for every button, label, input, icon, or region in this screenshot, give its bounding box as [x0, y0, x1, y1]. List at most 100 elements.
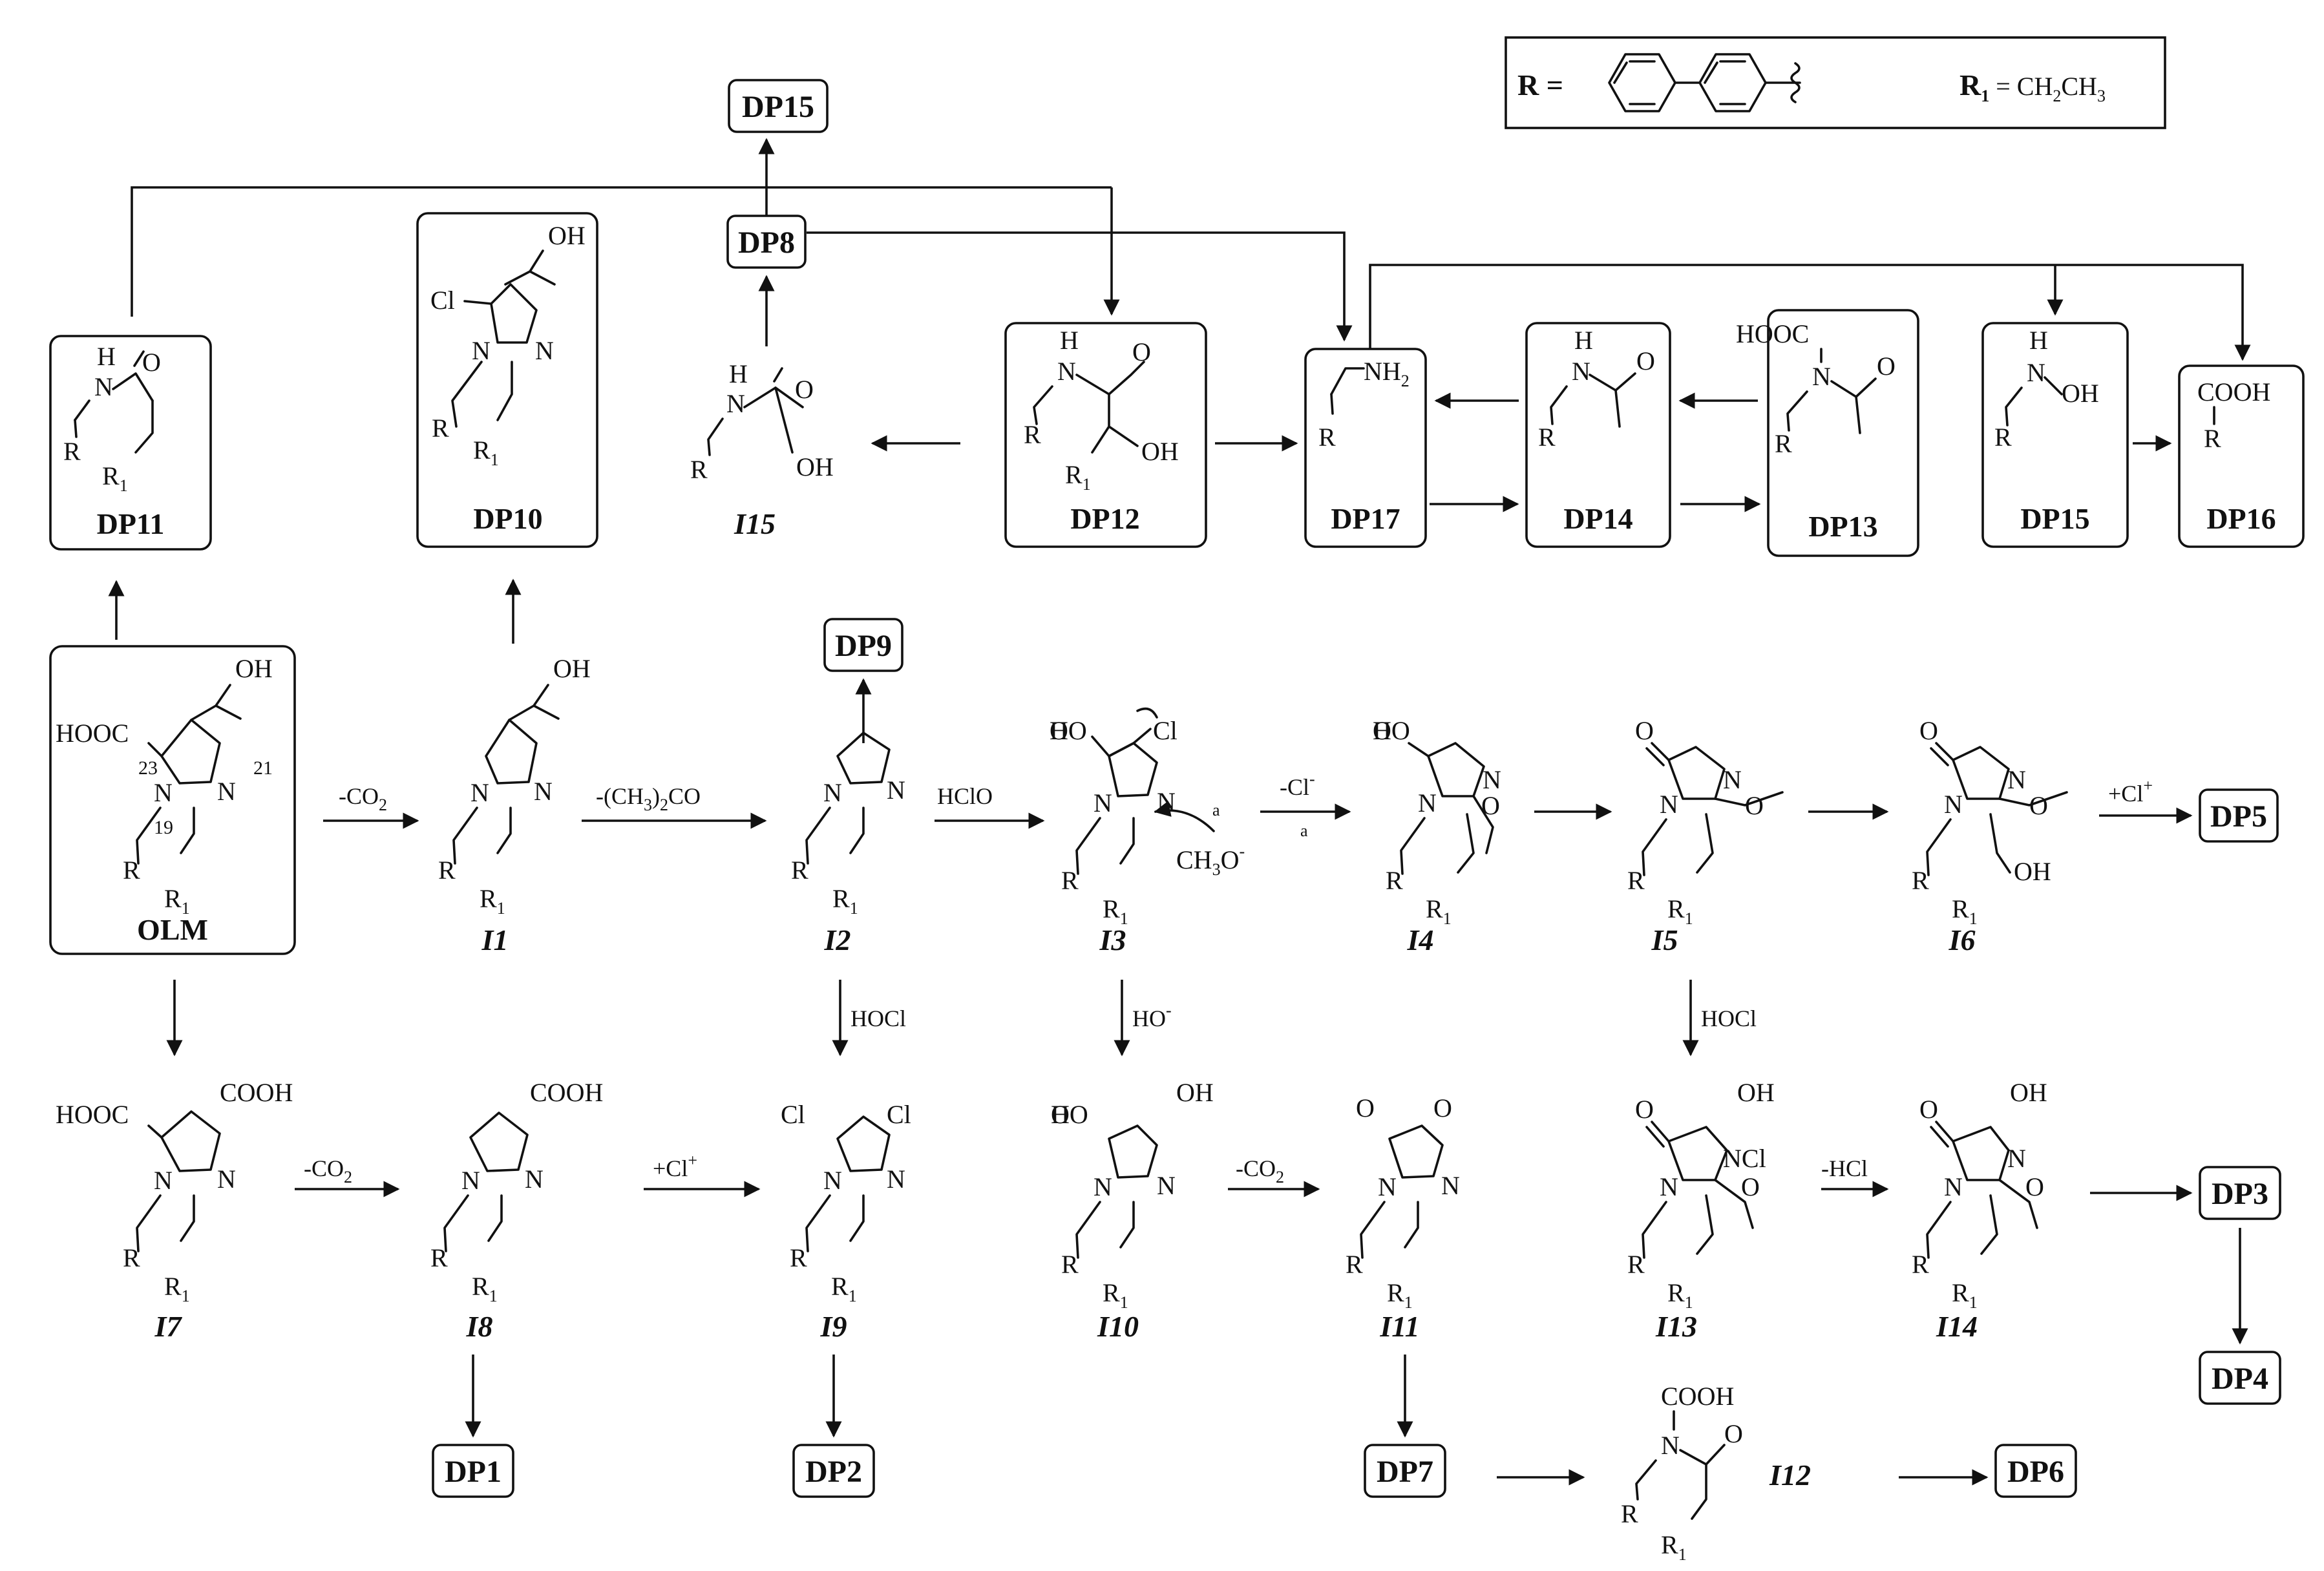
i15-structure: H N O OH R I15: [690, 359, 834, 540]
i6-structure: O N N O OH R R1 I6: [1912, 716, 2068, 956]
condition-hocl-2: HOCl: [1701, 1006, 1757, 1031]
svg-text:H: H: [1060, 326, 1079, 355]
svg-text:O: O: [1636, 346, 1655, 375]
svg-text:O: O: [1724, 1419, 1743, 1448]
svg-text:DP12: DP12: [1070, 502, 1139, 535]
svg-text:I15: I15: [734, 507, 776, 540]
svg-text:HOOC: HOOC: [56, 719, 129, 748]
svg-text:H: H: [729, 359, 748, 388]
svg-text:DP16: DP16: [2206, 502, 2276, 535]
svg-text:R: R: [2204, 424, 2221, 453]
svg-text:R1: R1: [1426, 894, 1452, 928]
svg-text:O: O: [142, 348, 161, 377]
svg-text:N: N: [1660, 790, 1678, 819]
svg-text:HO: HO: [1373, 716, 1410, 745]
svg-text:O: O: [2029, 791, 2048, 820]
svg-text:I3: I3: [1099, 923, 1126, 956]
dp15-top-label: DP15: [728, 79, 829, 133]
svg-text:N: N: [726, 389, 745, 418]
svg-text:N: N: [461, 1166, 480, 1195]
svg-text:DP13: DP13: [1808, 510, 1877, 543]
svg-text:R: R: [123, 1243, 140, 1272]
svg-text:R: R: [1912, 866, 1929, 895]
dp15-structure: H N OH R DP15: [1981, 322, 2129, 548]
i1-structure: OH N N R R1 I1: [438, 654, 591, 956]
svg-text:HOOC: HOOC: [56, 1100, 129, 1129]
svg-text:O: O: [1051, 1100, 1070, 1129]
condition-decarboxylation-2: -CO2: [304, 1155, 352, 1186]
olm-structure: OH HOOC 23 N 21 N 19 R R1 OLM: [49, 645, 296, 955]
svg-text:OH: OH: [548, 221, 586, 250]
svg-text:R1: R1: [1952, 894, 1978, 928]
dp5-label: DP5: [2199, 788, 2279, 843]
dp12-structure: H N O OH R R1 DP12: [1004, 322, 1207, 548]
svg-text:N: N: [1057, 357, 1076, 386]
svg-text:I7: I7: [154, 1310, 183, 1343]
svg-text:DP10: DP10: [473, 502, 542, 535]
svg-text:Cl: Cl: [430, 286, 455, 315]
svg-text:R: R: [438, 856, 456, 885]
i14-structure: O OH N N O R R1 I14: [1912, 1078, 2047, 1343]
svg-text:R: R: [1386, 866, 1403, 895]
svg-text:I4: I4: [1407, 923, 1434, 956]
i3-structure: HO O Cl N N R R1 a CH3O- I3: [1050, 707, 1245, 956]
svg-text:NH2: NH2: [1364, 357, 1410, 390]
i13-structure: O OH NCl N O R R1 I13: [1627, 1078, 1775, 1343]
svg-text:DP5: DP5: [2210, 799, 2267, 834]
svg-text:HO: HO: [1050, 716, 1087, 745]
condition-decarboxylation-3: -CO2: [1236, 1155, 1284, 1186]
svg-text:N: N: [1944, 790, 1963, 819]
dp11-structure: H N O R R1 DP11: [49, 335, 212, 551]
svg-text:N: N: [1572, 357, 1590, 386]
condition-path-a: a: [1300, 821, 1308, 840]
svg-text:I10: I10: [1097, 1310, 1139, 1343]
dp14-structure: H N O R DP14: [1525, 322, 1671, 548]
svg-text:COOH: COOH: [2197, 377, 2270, 406]
svg-text:21: 21: [253, 757, 273, 779]
svg-text:OH: OH: [2062, 379, 2099, 408]
svg-text:N: N: [217, 777, 236, 806]
svg-text:OH: OH: [1737, 1078, 1775, 1107]
svg-text:O: O: [1919, 1095, 1938, 1124]
svg-text:R: R: [1346, 1250, 1363, 1279]
dp16-structure: COOH R DP16: [2178, 364, 2305, 548]
svg-text:N: N: [535, 336, 554, 365]
dp1-label: DP1: [432, 1444, 514, 1498]
svg-text:R1: R1: [1667, 1278, 1693, 1312]
svg-text:I11: I11: [1379, 1310, 1419, 1343]
svg-text:R: R: [432, 414, 449, 443]
svg-text:DP8: DP8: [738, 226, 795, 260]
svg-text:I1: I1: [481, 923, 509, 956]
svg-text:N: N: [1093, 1172, 1112, 1201]
dp13-structure: HOOC N O R DP13: [1736, 309, 1919, 557]
i8-structure: COOH N N R R1 I8: [430, 1078, 603, 1343]
legend-r1-definition: R1 = CH2CH3: [1960, 69, 2106, 105]
svg-text:OH: OH: [553, 654, 591, 683]
dp7-label: DP7: [1364, 1444, 1446, 1498]
svg-text:O: O: [1741, 1172, 1760, 1201]
svg-text:O: O: [1433, 1093, 1452, 1123]
svg-text:R1: R1: [472, 1272, 498, 1305]
condition-hclo: HClO: [937, 783, 993, 809]
condition-decarboxylation-1: -CO2: [339, 783, 387, 814]
svg-text:COOH: COOH: [1661, 1382, 1734, 1411]
svg-text:R: R: [1318, 423, 1336, 452]
svg-text:N: N: [887, 775, 905, 805]
svg-text:N: N: [154, 1166, 173, 1195]
svg-text:R: R: [1775, 429, 1792, 458]
svg-text:N: N: [1723, 765, 1742, 794]
svg-text:OH: OH: [2010, 1078, 2047, 1107]
svg-text:R: R: [791, 856, 808, 885]
svg-text:N: N: [94, 372, 113, 401]
svg-text:N: N: [2007, 765, 2026, 794]
condition-chloride-loss: -Cl-: [1280, 770, 1315, 800]
svg-text:OH: OH: [796, 452, 834, 481]
svg-text:N: N: [1944, 1172, 1963, 1201]
svg-text:R: R: [1621, 1499, 1638, 1528]
svg-text:N: N: [823, 778, 842, 807]
svg-text:N: N: [1157, 1171, 1176, 1200]
svg-text:R1: R1: [1103, 1278, 1128, 1312]
svg-text:DP6: DP6: [2007, 1455, 2064, 1489]
condition-hydroxide: HO-: [1132, 1001, 1172, 1031]
condition-acetone-loss: -(CH3)2CO: [596, 783, 701, 814]
